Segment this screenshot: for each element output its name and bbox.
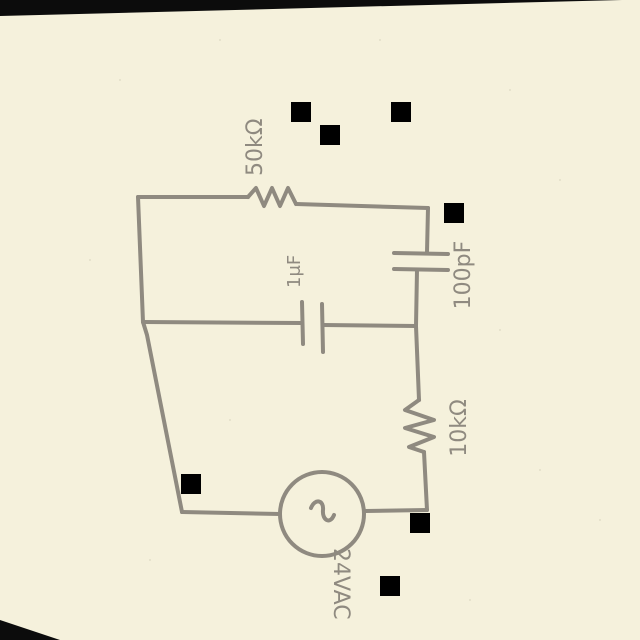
label-resistor-top: 50kΩ — [243, 118, 268, 176]
label-ac-source: 24VAC — [328, 548, 353, 620]
label-capacitor-middle: 1μF — [284, 255, 305, 288]
right-upper-wire — [425, 206, 430, 254]
capacitor-right-plate-2 — [392, 267, 450, 272]
markers — [181, 102, 464, 596]
marker-5 — [181, 474, 201, 494]
right-mid-wire — [414, 268, 419, 328]
capacitor-right-plate-1 — [392, 251, 450, 256]
bottom-left-wire — [180, 510, 282, 516]
capacitor-middle-plate-1 — [300, 300, 305, 346]
marker-1 — [291, 102, 311, 122]
label-resistor-right: 10kΩ — [447, 399, 472, 457]
right-lower-wire-1 — [414, 324, 421, 402]
left-lower-wire — [141, 320, 184, 514]
marker-7 — [380, 576, 400, 596]
marker-2 — [320, 125, 340, 145]
capacitor-middle-plate-2 — [320, 302, 325, 354]
left-upper-wire — [136, 195, 145, 324]
middle-left-wire — [141, 320, 304, 325]
right-lower-wire-2 — [422, 450, 429, 512]
middle-right-wire — [321, 323, 418, 328]
paper-texture — [89, 39, 601, 601]
marker-3 — [391, 102, 411, 122]
ac-source-wave — [309, 499, 336, 523]
resistor-right-symbol — [403, 398, 436, 454]
marker-4 — [444, 203, 464, 223]
top-right-wire — [294, 202, 430, 210]
marker-6 — [410, 513, 430, 533]
bottom-right-wire — [364, 508, 429, 513]
label-capacitor-right: 100pF — [451, 241, 476, 310]
circuit — [136, 186, 450, 558]
resistor-top-symbol — [246, 186, 298, 208]
